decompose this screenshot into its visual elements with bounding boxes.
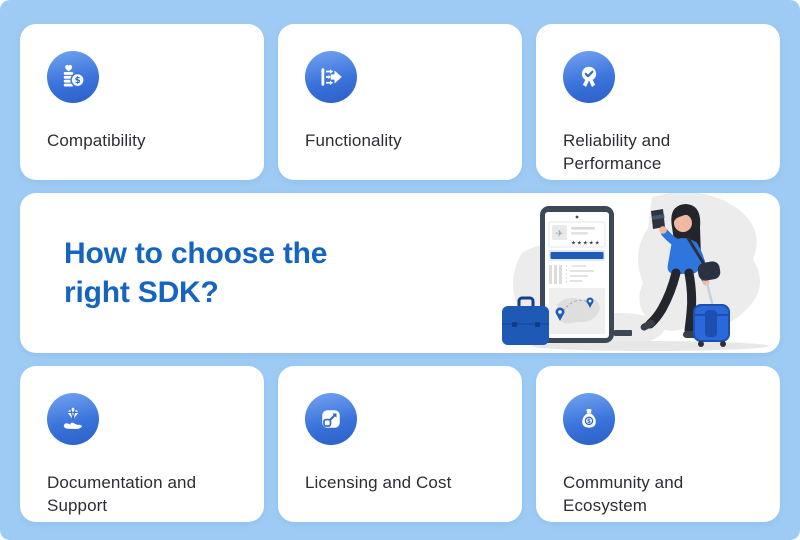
map-pin-icon [586, 297, 594, 308]
shoulder-bag [697, 261, 721, 281]
card-licensing: Licensing and Cost [278, 366, 522, 522]
traveler-woman [640, 204, 730, 347]
plane-icon: ✈ [556, 230, 564, 240]
svg-text:$: $ [587, 419, 591, 425]
card-label: Functionality [305, 131, 402, 150]
bottom-cards-row: Documentation and Support Licensing and … [20, 366, 780, 522]
card-label: Documentation and Support [47, 473, 197, 516]
card-label: Licensing and Cost [305, 473, 452, 492]
arrows-forward-icon [305, 51, 357, 103]
suitcase-handle [705, 282, 715, 308]
coins-money-icon: $ [47, 51, 99, 103]
card-documentation: Documentation and Support [20, 366, 264, 522]
card-label: Compatibility [47, 131, 146, 150]
medal-check-icon [563, 51, 615, 103]
resize-arrow-icon [305, 393, 357, 445]
card-community: $ Community and Ecosystem [536, 366, 780, 522]
title-banner: How to choose the right SDK? ✈ ★★★★★ [20, 193, 780, 353]
traveler-illustration: ✈ ★★★★★ [502, 193, 768, 351]
ground-shadow [532, 341, 768, 351]
map-pin-icon [555, 307, 565, 321]
face [674, 214, 692, 232]
phone-illustration: ✈ ★★★★★ [540, 206, 632, 343]
page-title: How to choose the right SDK? [64, 237, 328, 309]
card-label: Community and Ecosystem [563, 473, 684, 516]
card-reliability: Reliability and Performance [536, 24, 780, 180]
top-cards-row: $ Compatibility [20, 24, 780, 180]
route-dashed-line [559, 299, 591, 316]
shoe [640, 319, 655, 331]
rolling-suitcase [693, 304, 730, 347]
tickets [651, 206, 665, 229]
card-compatibility: $ Compatibility [20, 24, 264, 180]
briefcase-illustration [502, 296, 549, 345]
money-bag-icon: $ [563, 393, 615, 445]
card-label: Reliability and Performance [563, 131, 671, 174]
card-functionality: Functionality [278, 24, 522, 180]
hand-diamond-icon [47, 393, 99, 445]
svg-text:$: $ [75, 76, 81, 86]
rating-stars: ★★★★★ [571, 241, 601, 247]
